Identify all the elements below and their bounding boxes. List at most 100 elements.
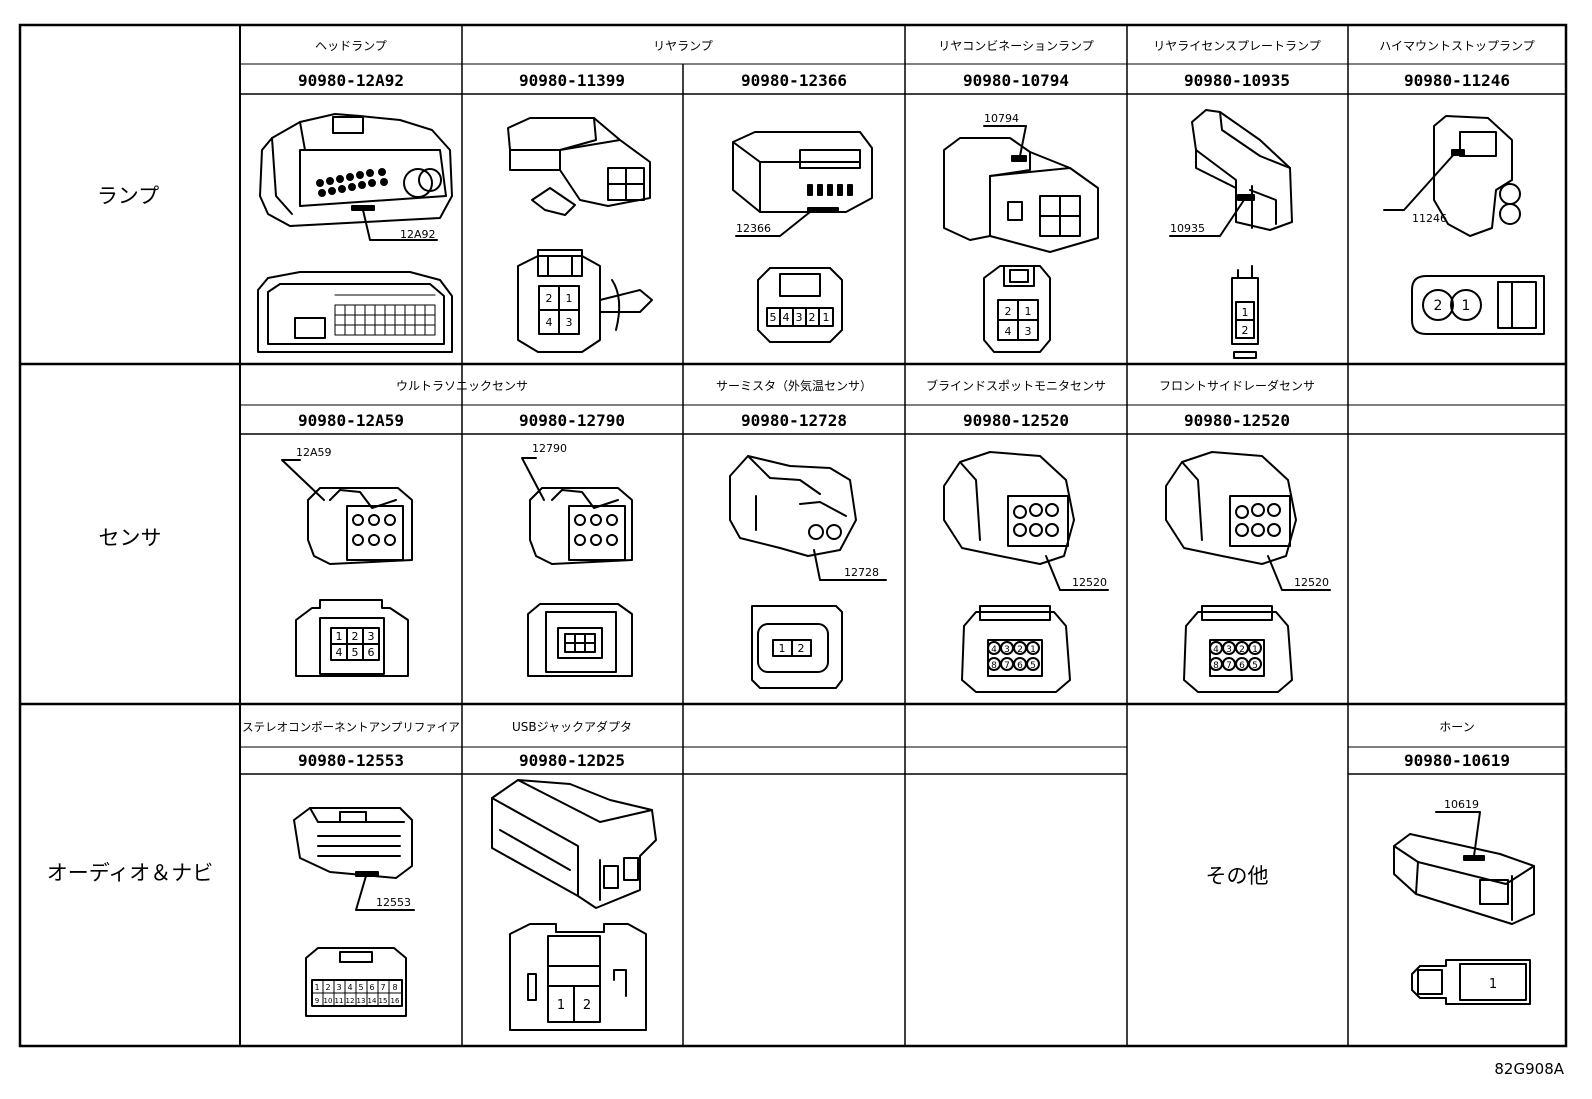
connector-name-rear-lamp: リヤランプ	[653, 39, 713, 53]
part-number: 90980-12A59	[298, 411, 404, 430]
pin-label: 2	[1239, 645, 1245, 655]
connector-label: 11246	[1412, 212, 1447, 225]
pin-label: 5	[770, 311, 777, 324]
connector-name-high-mount-stop-lamp: ハイマウントストップランプ	[1379, 39, 1534, 53]
pin-label: 4	[783, 311, 790, 324]
connector-drawing-high-mount-stop-lamp: 11246 2 1	[1383, 115, 1545, 335]
pin-label: 6	[1017, 661, 1023, 671]
part-number: 90980-12790	[519, 411, 625, 430]
pin-label: 3	[1025, 325, 1032, 338]
connector-drawing-blind-spot-monitor: 12520 4 3 2 1 8 7 6 5	[943, 451, 1109, 693]
category-sensor: センサ	[99, 526, 162, 550]
pin-label: 3	[796, 311, 803, 324]
pin-label: 3	[566, 316, 573, 329]
table-grid	[18, 23, 1568, 1048]
connector-label: 12A92	[400, 228, 436, 241]
pin-label: 12	[346, 997, 355, 1005]
pin-label: 4	[1213, 645, 1219, 655]
pin-label: 8	[991, 661, 997, 671]
pin-label: 1	[1489, 977, 1497, 992]
part-number: 90980-12728	[741, 411, 847, 430]
connector-name-license-plate-lamp: リヤライセンスプレートランプ	[1153, 39, 1320, 53]
part-number: 90980-11246	[1404, 71, 1510, 90]
pin-label: 9	[315, 997, 319, 1005]
pin-label: 5	[1252, 661, 1258, 671]
part-number: 90980-12A92	[298, 71, 404, 90]
part-number: 90980-12520	[963, 411, 1069, 430]
connector-label: 12790	[532, 442, 567, 455]
pin-label: 1	[336, 630, 343, 643]
connector-name-stereo-amplifier: ステレオコンポーネントアンプリファイア	[242, 720, 460, 734]
pin-label: 3	[1226, 645, 1232, 655]
category-audio-navi: オーディオ＆ナビ	[47, 861, 214, 885]
pin-label: 8	[1213, 661, 1219, 671]
connector-label: 12520	[1072, 576, 1107, 589]
connector-drawing-stereo-amplifier: 12553 1 2 3 4 5 6 7 8 9 10 11 12 13 14 1…	[293, 807, 415, 1017]
connector-name-usb-jack-adapter: USBジャックアダプタ	[512, 719, 632, 734]
connector-name-front-side-radar: フロントサイドレーダセンサ	[1159, 378, 1315, 393]
pin-label: 1	[1030, 645, 1036, 655]
pin-label: 4	[991, 645, 997, 655]
connector-name-blind-spot-monitor: ブラインドスポットモニタセンサ	[926, 378, 1106, 393]
connector-drawing-rear-lamp-11399: 2 1 4 3	[507, 117, 653, 353]
pin-label: 1	[557, 998, 565, 1013]
connector-label: 12553	[376, 896, 411, 909]
pin-label: 13	[357, 997, 366, 1005]
pin-label: 3	[336, 983, 341, 992]
connector-label: 10619	[1444, 798, 1479, 811]
connector-drawing-ultrasonic-12a59: 12A59 1 2 3 4 5 6	[281, 446, 413, 677]
pin-label: 7	[1226, 661, 1232, 671]
pin-label: 6	[1239, 661, 1245, 671]
connector-drawing-horn: 10619 1	[1393, 798, 1535, 1005]
pin-label: 14	[368, 997, 377, 1005]
pin-label: 8	[392, 983, 397, 992]
connector-drawing-headlamp: 12A92	[257, 113, 453, 353]
part-number: 90980-12366	[741, 71, 847, 90]
pin-label: 2	[798, 642, 805, 655]
connector-drawing-rear-lamp-12366: 12366 5 4 3 2 1	[732, 131, 873, 343]
pin-label: 4	[347, 983, 352, 992]
pin-label: 1	[1025, 305, 1032, 318]
connector-drawing-front-side-radar: 12520 4 3 2 1 8 7 6 5	[1165, 451, 1331, 693]
pin-label: 2	[1242, 324, 1249, 337]
pin-label: 2	[583, 998, 591, 1013]
connector-drawing-usb-jack-adapter: 1 2	[491, 779, 657, 1031]
pin-label: 1	[566, 292, 573, 305]
connector-drawing-ultrasonic-12790: 12790	[521, 442, 633, 677]
pin-label: 2	[325, 983, 330, 992]
connector-name-rear-combination-lamp: リヤコンビネーションランプ	[938, 39, 1093, 53]
pin-label: 5	[352, 646, 359, 659]
pin-label: 3	[368, 630, 375, 643]
category-lamp: ランプ	[97, 184, 159, 208]
pin-label: 3	[1004, 645, 1010, 655]
pin-label: 4	[1005, 325, 1012, 338]
pin-label: 7	[1004, 661, 1010, 671]
pin-label: 2	[546, 292, 553, 305]
pin-label: 6	[368, 646, 375, 659]
connector-drawing-license-plate-lamp: 10935 1 2	[1169, 109, 1293, 359]
pin-label: 10	[324, 997, 333, 1005]
connector-label: 12728	[844, 566, 879, 579]
pin-label: 1	[779, 642, 786, 655]
pin-label: 1	[314, 983, 319, 992]
pin-label: 1	[1462, 298, 1471, 314]
connector-name-thermistor: サーミスタ（外気温センサ）	[716, 378, 872, 393]
connector-drawing-rear-combination-lamp: 10794 2 1 4 3	[943, 112, 1099, 353]
connector-label: 10794	[984, 112, 1019, 125]
part-number: 90980-10794	[963, 71, 1069, 90]
pin-label: 4	[546, 316, 553, 329]
connector-label: 12366	[736, 222, 771, 235]
part-number: 90980-11399	[519, 71, 625, 90]
part-number: 90980-12D25	[519, 751, 625, 770]
pin-label: 1	[823, 311, 830, 324]
connector-label: 10935	[1170, 222, 1205, 235]
pin-label: 4	[336, 646, 343, 659]
pin-label: 5	[1030, 661, 1036, 671]
connector-label: 12520	[1294, 576, 1329, 589]
pin-label: 1	[1242, 306, 1249, 319]
pin-label: 1	[1252, 645, 1258, 655]
pin-label: 2	[1005, 305, 1012, 318]
connector-label: 12A59	[296, 446, 332, 459]
pin-label: 2	[809, 311, 816, 324]
